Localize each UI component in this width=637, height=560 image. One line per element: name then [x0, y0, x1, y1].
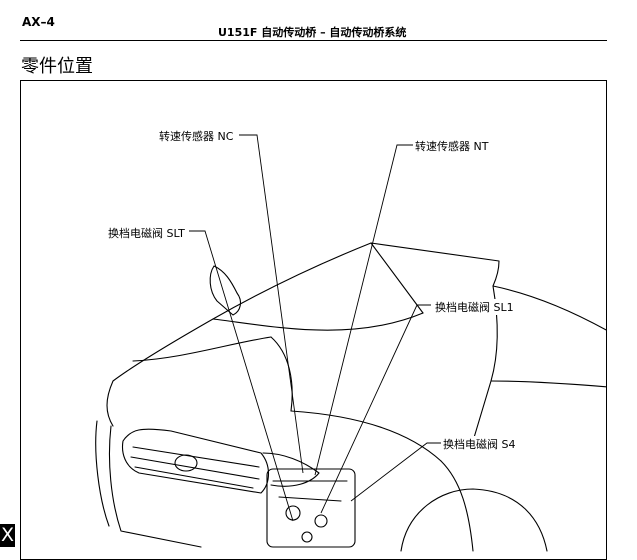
- leader-shift-solenoid-slt: [189, 230, 294, 522]
- running-title: U151F 自动传动桥 – 自动传动桥系统: [218, 26, 407, 39]
- component-location-figure: 转速传感器 NC 转速传感器 NT 换档电磁阀 SLT 换档电磁阀 SL1 换档…: [20, 80, 607, 560]
- corner-mark: X: [0, 524, 15, 547]
- windshield-outline: [212, 242, 500, 320]
- emblem: [174, 454, 198, 472]
- callout-shift-solenoid-slt: 换档电磁阀 SLT: [106, 225, 187, 241]
- callout-speed-sensor-nt: 转速传感器 NT: [413, 138, 491, 154]
- leader-shift-solenoid-s4: [350, 442, 441, 502]
- leader-speed-sensor-nt: [314, 144, 413, 476]
- callout-shift-solenoid-s4: 换档电磁阀 S4: [441, 436, 518, 452]
- wheel-arch: [400, 488, 548, 552]
- headlight: [262, 452, 320, 487]
- page-code: AX–4: [22, 15, 55, 29]
- hood-outline: [106, 318, 214, 427]
- leader-shift-solenoid-sl1: [320, 304, 431, 514]
- vehicle-illustration: [95, 134, 606, 552]
- front-fender: [440, 460, 474, 552]
- section-title: 零件位置: [21, 56, 93, 77]
- callout-shift-solenoid-sl1: 换档电磁阀 SL1: [433, 299, 516, 315]
- leader-speed-sensor-nc: [239, 134, 304, 474]
- callout-speed-sensor-nc: 转速传感器 NC: [157, 128, 236, 144]
- front-bumper: [108, 425, 202, 548]
- header-rule: [20, 40, 607, 41]
- front-grille: [121, 428, 270, 494]
- side-mirror: [209, 265, 242, 316]
